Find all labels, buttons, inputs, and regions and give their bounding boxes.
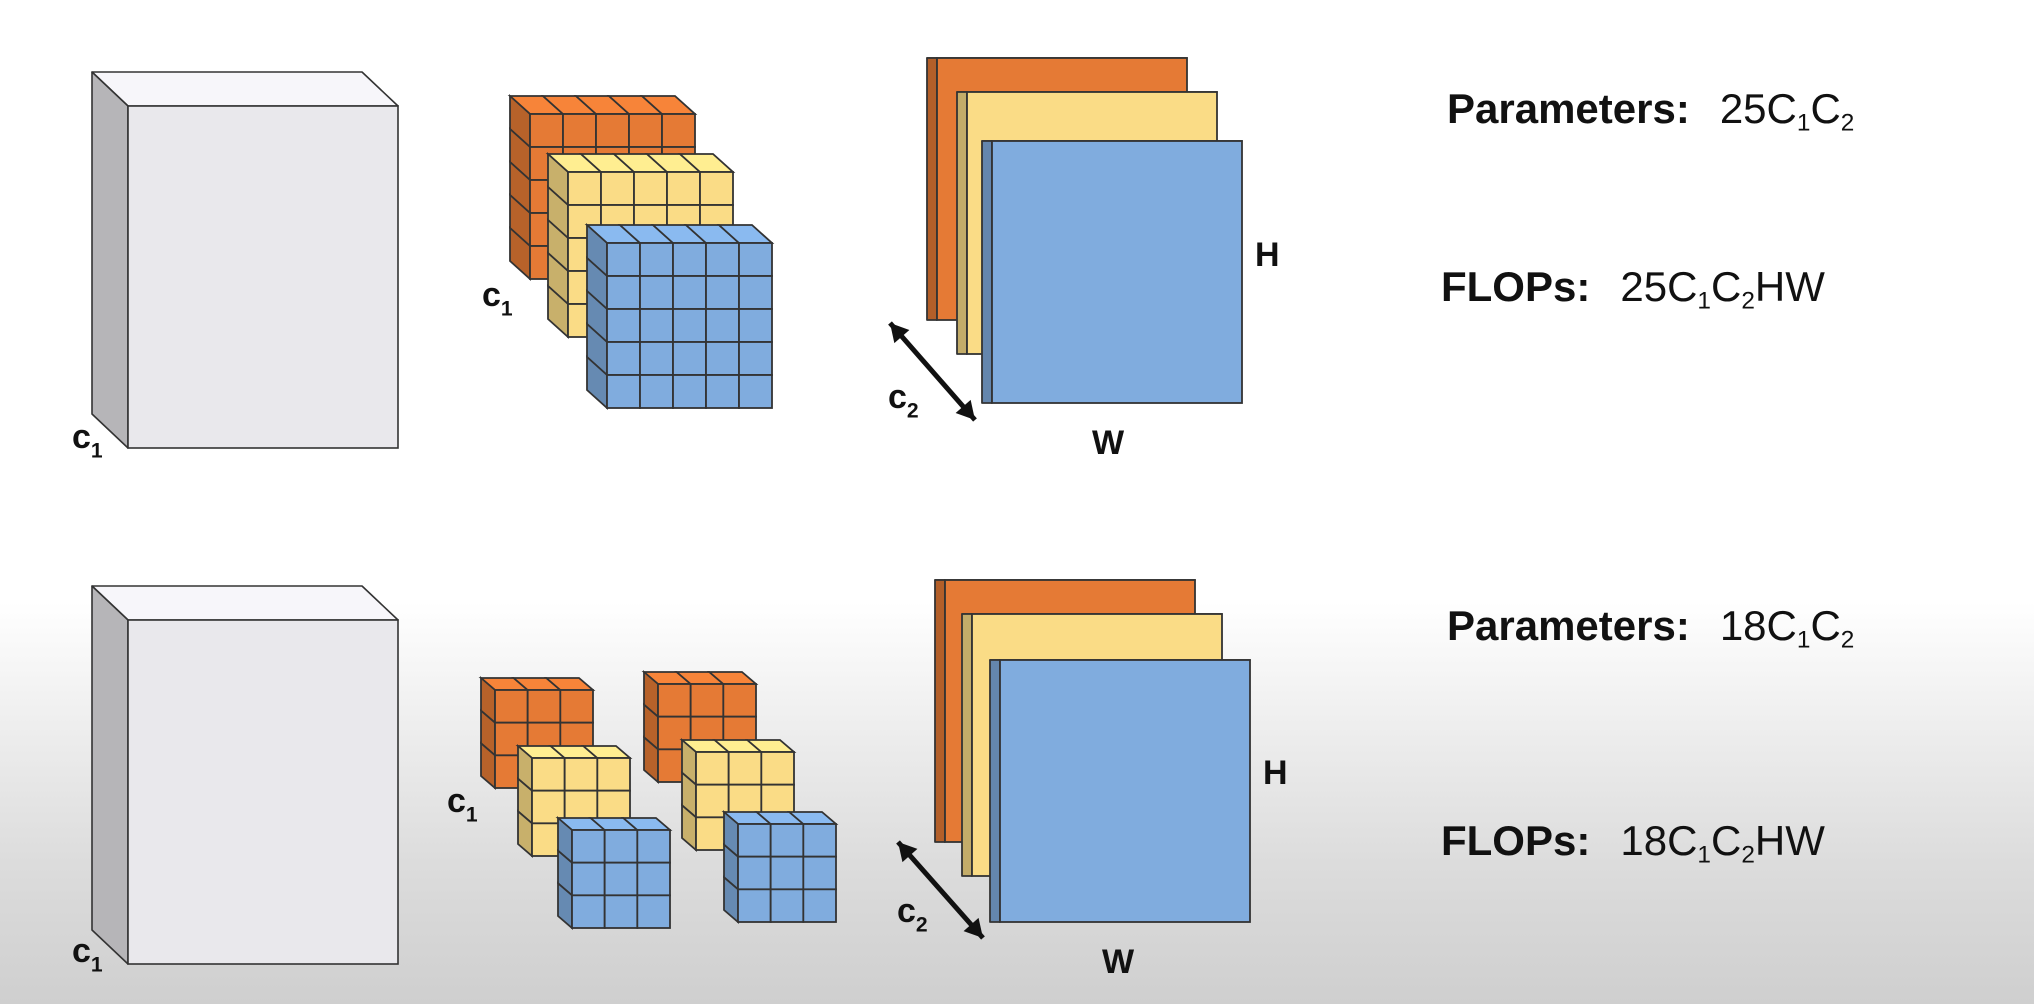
parameters-value: 18C1C2 xyxy=(1719,602,1855,654)
input-volume-front-face xyxy=(127,105,399,449)
output-width-label: W xyxy=(1092,424,1125,462)
input-volume-top-face xyxy=(91,71,399,107)
kernel-blue xyxy=(584,222,775,411)
parameters-label: Parameters: xyxy=(1447,602,1690,649)
kernel-a-blue xyxy=(555,816,673,930)
parameters-value: 25C1C2 xyxy=(1719,85,1855,137)
output-depth-label: c2 xyxy=(888,378,919,423)
output-depth-arrow xyxy=(896,840,985,940)
output-map-blue-side-face xyxy=(981,140,993,404)
input-channel-label: c1 xyxy=(72,418,103,463)
kernel-b-blue xyxy=(721,810,839,924)
flops-value: 18C1C2HW xyxy=(1620,817,1825,869)
input-volume-side-face xyxy=(91,71,129,449)
output-map-blue-side-face xyxy=(989,659,1001,923)
output-map-blue xyxy=(989,659,1251,923)
flops-formula-row1: FLOPs: 25C1C2HW xyxy=(1441,263,1825,315)
input-volume-top-face xyxy=(91,585,399,621)
flops-label: FLOPs: xyxy=(1441,263,1591,310)
output-depth-arrow xyxy=(888,321,977,422)
output-map-yellow-side-face xyxy=(956,91,968,355)
output-height-label: H xyxy=(1263,754,1288,792)
output-map-orange-side-face xyxy=(926,57,938,321)
input-volume-front-face xyxy=(127,619,399,965)
input-channel-label: c1 xyxy=(72,932,103,977)
parameters-formula-row2: Parameters: 18C1C2 xyxy=(1447,602,1855,654)
row-5x5-convolution: c1 c1 H Wc2 xyxy=(72,57,1280,463)
kernel-channel-label: c1 xyxy=(447,782,478,827)
output-map-orange-side-face xyxy=(934,579,946,843)
output-depth-label: c2 xyxy=(897,892,928,937)
output-map-blue-front-face xyxy=(991,140,1243,404)
output-map-blue-front-face xyxy=(999,659,1251,923)
input-volume-side-face xyxy=(91,585,129,965)
output-map-blue xyxy=(981,140,1243,404)
output-width-label: W xyxy=(1102,943,1135,981)
row-two-3x3-convolutions: c1 c1 H Wc2 xyxy=(72,579,1288,981)
output-map-yellow-side-face xyxy=(961,613,973,877)
output-height-label: H xyxy=(1255,236,1280,274)
input-volume xyxy=(91,585,399,965)
kernel-channel-label: c1 xyxy=(482,276,513,321)
flops-label: FLOPs: xyxy=(1441,817,1591,864)
input-volume xyxy=(91,71,399,449)
parameters-formula-row1: Parameters: 25C1C2 xyxy=(1447,85,1855,137)
parameters-label: Parameters: xyxy=(1447,85,1690,132)
flops-value: 25C1C2HW xyxy=(1620,263,1825,315)
flops-formula-row2: FLOPs: 18C1C2HW xyxy=(1441,817,1825,869)
